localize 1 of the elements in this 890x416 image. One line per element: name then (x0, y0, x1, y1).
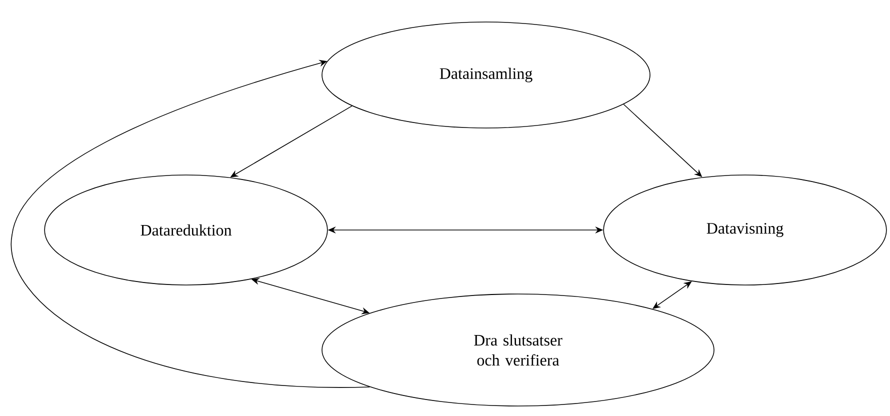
arrow (11, 60, 370, 388)
